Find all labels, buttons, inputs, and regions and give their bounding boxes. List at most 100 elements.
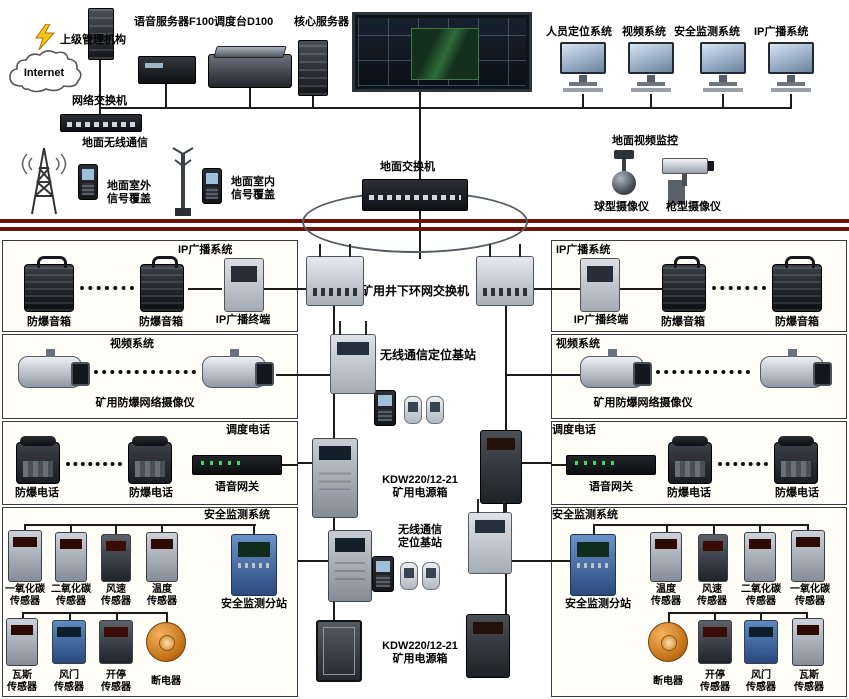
- label-line: 开停: [106, 670, 126, 681]
- internet-cloud: Internet: [9, 50, 82, 93]
- label-line: 开停: [705, 670, 725, 681]
- indoor-handset: [202, 168, 222, 204]
- outdoor-coverage-label: 地面室外 信号覆盖: [98, 180, 160, 206]
- explosion-proof-speaker: [662, 256, 706, 312]
- connector-line: [115, 524, 117, 535]
- speaker-label: 防爆音箱: [661, 316, 705, 328]
- center-substation-device: [466, 614, 510, 678]
- camera-body: [662, 158, 708, 174]
- connector-line: [668, 612, 670, 623]
- core-server-label: 核心服务器: [294, 16, 349, 28]
- connector-line: [253, 524, 255, 535]
- co-sensor: [791, 530, 825, 582]
- run-stop-sensor: [99, 620, 133, 664]
- right-telephone-title: 调度电话: [552, 424, 596, 436]
- map-display: [411, 28, 479, 80]
- label-line: 温度: [656, 584, 676, 595]
- connector-line: [249, 88, 251, 107]
- sensor-label: 风门传感器: [46, 670, 92, 694]
- substation-label: 安全监测分站: [565, 598, 631, 610]
- outdoor-handset: [78, 164, 98, 200]
- sensor-label: 一氧化碳传感器: [784, 584, 836, 608]
- ground-switch-label: 地面交换机: [380, 161, 435, 173]
- gas-sensor: [792, 618, 824, 666]
- label-line: 传感器: [746, 595, 776, 607]
- connector-line: [713, 524, 715, 535]
- dotted-link: [712, 286, 766, 290]
- connector-line: [534, 288, 551, 290]
- connector-line: [759, 524, 761, 533]
- dotted-link: [94, 370, 196, 374]
- internet-label: Internet: [24, 67, 65, 79]
- explosion-proof-speaker: [140, 256, 184, 312]
- co-sensor: [8, 530, 42, 582]
- explosion-proof-speaker: [24, 256, 74, 312]
- right-ip-title: IP广播系统: [556, 244, 611, 256]
- base-station-2-label: 无线通信 定位基站: [392, 524, 448, 550]
- system-label-video: 视频系统: [622, 26, 666, 38]
- monitor-screen: [768, 42, 814, 74]
- label-line: 地面室外: [107, 180, 151, 192]
- video-system-monitor: [628, 42, 674, 94]
- explosion-proof-phone: [774, 436, 818, 484]
- sensor-label: 风速传感器: [94, 584, 138, 608]
- explosion-proof-phone: [128, 436, 172, 484]
- mine-network-camera: [202, 349, 274, 388]
- dotted-link: [80, 286, 134, 290]
- label-line: 信号覆盖: [107, 192, 151, 205]
- connector-line: [505, 462, 551, 464]
- antenna-tower-icon: [21, 147, 67, 215]
- gas-sensor: [6, 618, 38, 666]
- wind-speed-sensor: [698, 534, 728, 582]
- dispatch-console-label: 调度台D100: [214, 16, 274, 28]
- sensor-label: 一氧化碳传感器: [0, 584, 50, 608]
- sensor-bus-line: [24, 524, 256, 526]
- label-line: KDW220/12-21: [382, 640, 458, 652]
- sensor-label: 温度传感器: [644, 584, 688, 608]
- top-bus-line: [99, 107, 792, 109]
- right-video-title: 视频系统: [556, 338, 600, 350]
- ground-wireless-label: 地面无线通信: [82, 137, 148, 149]
- connector-line: [582, 94, 584, 107]
- wind-speed-sensor: [101, 534, 131, 582]
- breaker-label: 断电器: [653, 676, 683, 687]
- ground-video-label: 地面视频监控: [612, 135, 678, 147]
- co2-sensor: [55, 532, 87, 582]
- label-line: 定位基站: [398, 536, 442, 549]
- network-switch-device: [60, 114, 142, 132]
- indoor-coverage-label: 地面室内 信号覆盖: [222, 176, 284, 202]
- connector-line: [760, 612, 762, 621]
- dotted-link: [656, 370, 750, 374]
- label-line: 传感器: [794, 681, 824, 693]
- label-line: 风门: [751, 670, 771, 681]
- label-line: 瓦斯: [799, 670, 819, 681]
- connector-line: [161, 524, 163, 533]
- positioning-tag: [404, 396, 422, 424]
- label-line: 一氧化碳: [790, 584, 830, 595]
- label-line: 传感器: [651, 595, 681, 607]
- speaker-label: 防爆音箱: [139, 316, 183, 328]
- label-line: 地面室内: [231, 176, 275, 188]
- ground-switch-device: [362, 179, 468, 211]
- safety-monitoring-substation: [570, 534, 616, 596]
- substation-label: 安全监测分站: [221, 598, 287, 610]
- video-wall: [352, 12, 532, 92]
- wireless-base-station-2: [468, 499, 512, 574]
- temperature-sensor: [146, 532, 178, 582]
- label-line: 传感器: [746, 681, 776, 693]
- sensor-label: 瓦斯传感器: [0, 670, 44, 694]
- connector-line: [650, 94, 652, 107]
- management-label: 上级管理机构: [60, 34, 126, 46]
- air-door-sensor: [52, 620, 86, 664]
- phone-label: 防爆电话: [775, 487, 819, 499]
- connector-line: [298, 288, 308, 290]
- speaker-label: 防爆音箱: [27, 316, 71, 328]
- sensor-label: 二氧化碳传感器: [736, 584, 786, 608]
- label-line: 传感器: [7, 681, 37, 693]
- sensor-label: 开停传感器: [93, 670, 139, 694]
- mine-network-camera: [760, 349, 832, 388]
- ring-switch-label: 矿用井下环网交换机: [360, 284, 469, 298]
- connector-line: [312, 96, 314, 107]
- management-server-tower: [88, 8, 114, 60]
